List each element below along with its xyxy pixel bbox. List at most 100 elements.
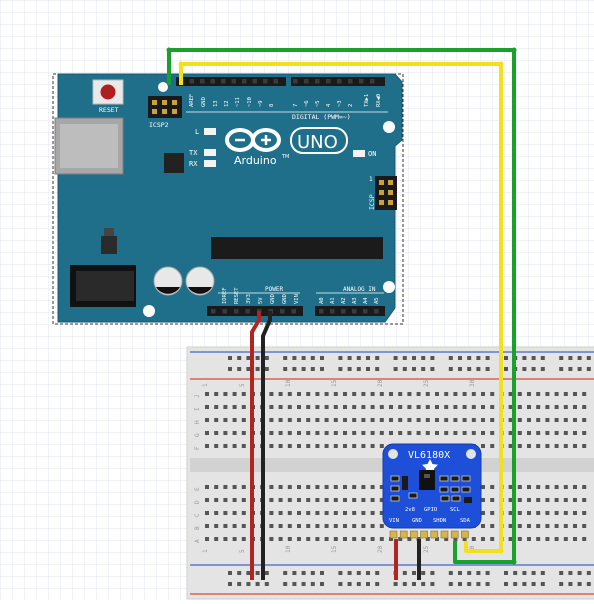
- breadboard-hole[interactable]: [485, 582, 490, 586]
- breadboard-hole[interactable]: [490, 444, 495, 448]
- breadboard-hole[interactable]: [416, 405, 421, 409]
- breadboard-hole[interactable]: [343, 405, 347, 409]
- breadboard-hole[interactable]: [444, 431, 449, 435]
- breadboard-hole[interactable]: [545, 485, 550, 489]
- breadboard-hole[interactable]: [343, 392, 347, 396]
- breadboard-hole[interactable]: [536, 405, 541, 409]
- breadboard-hole[interactable]: [241, 405, 246, 409]
- breadboard-hole[interactable]: [324, 524, 329, 528]
- breadboard-hole[interactable]: [292, 367, 297, 371]
- breadboard-hole[interactable]: [517, 498, 522, 502]
- breadboard-hole[interactable]: [379, 537, 384, 541]
- breadboard-hole[interactable]: [347, 356, 352, 360]
- breadboard-hole[interactable]: [554, 511, 559, 515]
- breadboard-hole[interactable]: [214, 524, 219, 528]
- breadboard-hole[interactable]: [435, 537, 439, 541]
- breadboard-hole[interactable]: [361, 431, 366, 435]
- breadboard-hole[interactable]: [573, 405, 577, 409]
- breadboard-hole[interactable]: [338, 571, 343, 575]
- digital-pin-hole[interactable]: [210, 79, 216, 84]
- breadboard-hole[interactable]: [435, 392, 439, 396]
- breadboard-hole[interactable]: [297, 405, 301, 409]
- breadboard-hole[interactable]: [241, 498, 246, 502]
- breadboard-hole[interactable]: [517, 537, 522, 541]
- breadboard-hole[interactable]: [517, 405, 522, 409]
- breadboard-hole[interactable]: [481, 444, 485, 448]
- breadboard-hole[interactable]: [481, 392, 485, 396]
- breadboard-hole[interactable]: [522, 571, 527, 575]
- breadboard-hole[interactable]: [375, 582, 380, 586]
- breadboard-hole[interactable]: [287, 431, 292, 435]
- breadboard-hole[interactable]: [214, 405, 219, 409]
- breadboard-hole[interactable]: [292, 582, 297, 586]
- breadboard-hole[interactable]: [292, 356, 297, 360]
- power-pin-hole[interactable]: [280, 309, 285, 314]
- breadboard-hole[interactable]: [536, 524, 541, 528]
- breadboard-hole[interactable]: [379, 392, 384, 396]
- breadboard-hole[interactable]: [278, 392, 283, 396]
- breadboard-hole[interactable]: [563, 405, 568, 409]
- breadboard-hole[interactable]: [283, 571, 288, 575]
- breadboard-hole[interactable]: [545, 537, 550, 541]
- breadboard-hole[interactable]: [536, 444, 541, 448]
- breadboard-hole[interactable]: [315, 431, 320, 435]
- breadboard-hole[interactable]: [278, 498, 283, 502]
- breadboard-hole[interactable]: [481, 498, 485, 502]
- breadboard-hole[interactable]: [338, 367, 343, 371]
- breadboard-hole[interactable]: [458, 356, 462, 360]
- breadboard-hole[interactable]: [205, 405, 209, 409]
- breadboard-hole[interactable]: [545, 405, 550, 409]
- breadboard-hole[interactable]: [287, 537, 292, 541]
- breadboard-hole[interactable]: [278, 431, 283, 435]
- breadboard-hole[interactable]: [563, 444, 568, 448]
- breadboard-hole[interactable]: [554, 392, 559, 396]
- breadboard-hole[interactable]: [522, 356, 527, 360]
- breadboard-hole[interactable]: [545, 392, 550, 396]
- breadboard-hole[interactable]: [586, 356, 591, 360]
- breadboard-hole[interactable]: [453, 537, 458, 541]
- breadboard-hole[interactable]: [508, 524, 513, 528]
- power-pin-hole[interactable]: [245, 309, 251, 314]
- breadboard-hole[interactable]: [508, 444, 513, 448]
- breadboard-hole[interactable]: [278, 524, 283, 528]
- icsp-pin[interactable]: [379, 200, 384, 205]
- breadboard-hole[interactable]: [462, 431, 467, 435]
- breadboard-hole[interactable]: [508, 431, 513, 435]
- breadboard-hole[interactable]: [228, 571, 232, 575]
- breadboard-hole[interactable]: [287, 444, 292, 448]
- breadboard-hole[interactable]: [246, 571, 251, 575]
- breadboard-hole[interactable]: [531, 356, 536, 360]
- breadboard-hole[interactable]: [356, 582, 361, 586]
- breadboard-hole[interactable]: [269, 418, 274, 422]
- breadboard-hole[interactable]: [582, 537, 587, 541]
- breadboard-hole[interactable]: [563, 537, 568, 541]
- breadboard-hole[interactable]: [402, 356, 407, 360]
- breadboard-hole[interactable]: [435, 418, 439, 422]
- breadboard-hole[interactable]: [370, 485, 375, 489]
- breadboard-hole[interactable]: [527, 498, 531, 502]
- breadboard-hole[interactable]: [223, 485, 228, 489]
- breadboard-hole[interactable]: [214, 537, 219, 541]
- breadboard-hole[interactable]: [389, 537, 393, 541]
- breadboard-hole[interactable]: [559, 356, 564, 360]
- breadboard-hole[interactable]: [481, 418, 485, 422]
- breadboard-hole[interactable]: [573, 524, 577, 528]
- sensor-pin[interactable]: [399, 530, 408, 539]
- breadboard-hole[interactable]: [508, 498, 513, 502]
- breadboard-hole[interactable]: [343, 431, 347, 435]
- breadboard-hole[interactable]: [269, 511, 274, 515]
- breadboard-hole[interactable]: [577, 582, 582, 586]
- breadboard-hole[interactable]: [586, 582, 591, 586]
- breadboard-hole[interactable]: [269, 405, 274, 409]
- breadboard-hole[interactable]: [241, 444, 246, 448]
- breadboard-hole[interactable]: [333, 392, 338, 396]
- breadboard-hole[interactable]: [297, 444, 301, 448]
- breadboard-hole[interactable]: [375, 367, 380, 371]
- breadboard-hole[interactable]: [573, 498, 577, 502]
- breadboard-hole[interactable]: [490, 392, 495, 396]
- breadboard-hole[interactable]: [361, 537, 366, 541]
- breadboard-hole[interactable]: [577, 367, 582, 371]
- breadboard-hole[interactable]: [264, 582, 269, 586]
- breadboard-hole[interactable]: [573, 511, 577, 515]
- breadboard-hole[interactable]: [398, 392, 403, 396]
